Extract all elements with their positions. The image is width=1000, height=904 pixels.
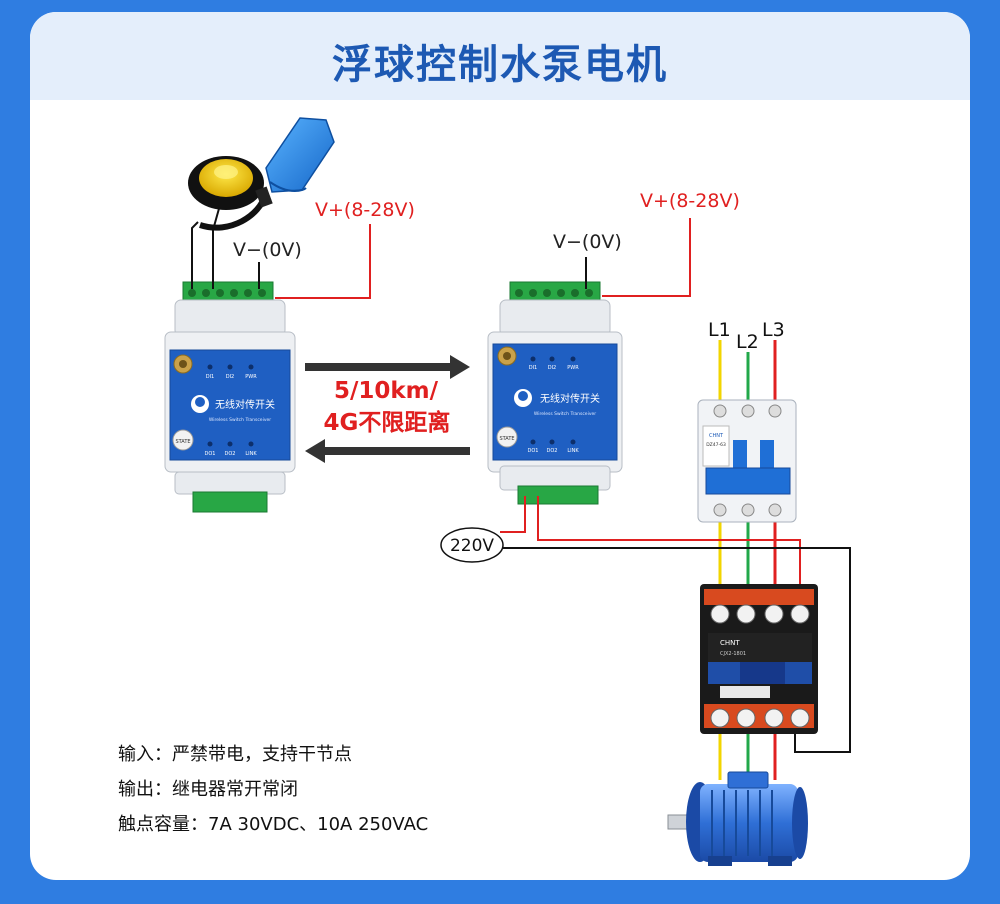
contactor-brand: CHNT <box>720 639 740 647</box>
phase-l3-label: L3 <box>762 319 785 341</box>
led-di2-right: DI2 <box>548 365 557 371</box>
right-transceiver: STATE DI1 DI2 PWR 无线对传开关 Wireless Switch… <box>487 281 623 505</box>
state-label-right: STATE <box>499 436 514 442</box>
voltage-badge <box>440 527 504 563</box>
led-do1: DO1 <box>205 451 216 457</box>
coil-wires <box>500 496 851 753</box>
voltage-label: 220V <box>450 536 494 556</box>
led-link: LINK <box>245 451 257 457</box>
right-wires <box>585 218 691 297</box>
header-band: 浮球控制水泵电机 <box>30 12 970 100</box>
led-do2: DO2 <box>225 451 236 457</box>
led-pwr-right: PWR <box>567 365 579 371</box>
right-v-plus-label: V+(8-28V) <box>640 190 740 212</box>
left-transceiver: STATE DI1 DI2 PWR 无线对传开关 Wireless Switch… <box>164 281 296 513</box>
left-wires <box>191 204 371 299</box>
contactor: CHNT CJX2-1801 <box>700 584 818 734</box>
float-switch <box>188 117 335 231</box>
led-pwr: PWR <box>245 374 257 380</box>
transmission-arrows <box>305 355 470 463</box>
phase-l1-label: L1 <box>708 319 731 341</box>
left-v-minus-label: V−(0V) <box>233 239 302 261</box>
led-link-right: LINK <box>567 448 579 454</box>
led-di2: DI2 <box>226 374 235 380</box>
content-card: 浮球控制水泵电机 <box>30 12 970 880</box>
circuit-breaker: CHNT DZ47-63 <box>697 399 797 523</box>
left-v-plus-label: V+(8-28V) <box>315 199 415 221</box>
breaker-brand: CHNT <box>709 433 724 439</box>
device-subtitle-right: Wireless Switch Transceiver <box>534 411 596 417</box>
page-title: 浮球控制水泵电机 <box>332 42 668 88</box>
led-do2-right: DO2 <box>547 448 558 454</box>
water-pump-motor <box>667 771 808 866</box>
breaker-model: DZ47-63 <box>706 442 726 448</box>
right-v-minus-label: V−(0V) <box>553 231 622 253</box>
note-capacity: 触点容量：7A 30VDC、10A 250VAC <box>118 814 429 835</box>
range-text-line2: 4G不限距离 <box>324 409 451 436</box>
range-text-line1: 5/10km/ <box>334 378 439 404</box>
device-subtitle: Wireless Switch Transceiver <box>209 417 271 423</box>
state-label: STATE <box>175 439 190 445</box>
note-input: 输入：严禁带电，支持干节点 <box>118 744 352 765</box>
wiring-diagram: STATE DI1 DI2 PWR 无线对传开关 Wireless Switch… <box>164 117 851 866</box>
device-name: 无线对传开关 <box>215 398 275 411</box>
led-do1-right: DO1 <box>528 448 539 454</box>
led-di1-right: DI1 <box>529 365 538 371</box>
led-di1: DI1 <box>206 374 215 380</box>
note-output: 输出：继电器常开常闭 <box>118 779 298 800</box>
phase-l2-label: L2 <box>736 331 759 353</box>
device-name-right: 无线对传开关 <box>540 392 600 405</box>
contactor-model: CJX2-1801 <box>720 651 746 657</box>
